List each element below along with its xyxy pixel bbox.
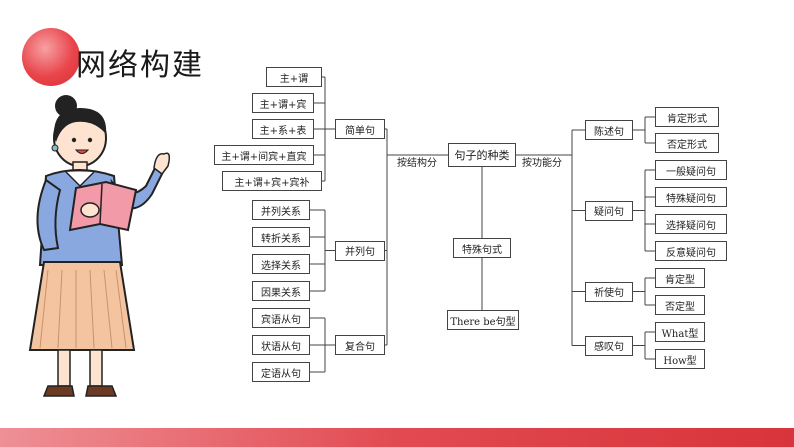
title-area: 网络构建: [22, 22, 242, 92]
left-leaf-node: 定语从句: [252, 362, 310, 382]
right-leaf-node: 一般疑问句: [655, 160, 727, 180]
left-leaf-node: 选择关系: [252, 254, 310, 274]
right-leaf-node: 选择疑问句: [655, 214, 727, 234]
right-leaf-node: 反意疑问句: [655, 241, 727, 261]
right-category-node: 感叹句: [585, 335, 633, 356]
left-category-node: 复合句: [335, 335, 385, 355]
special-node: 特殊句式: [453, 238, 511, 258]
left-leaf-node: 主+谓: [266, 67, 322, 87]
teacher-illustration: [28, 95, 171, 397]
left-leaf-node: 宾语从句: [252, 308, 310, 328]
left-category-node: 简单句: [335, 119, 385, 139]
left-leaf-node: 主+谓+宾: [252, 93, 314, 113]
right-category-node: 祈使句: [585, 281, 633, 302]
right-leaf-node: 特殊疑问句: [655, 187, 727, 207]
special-leaf-node: There be句型: [447, 310, 519, 330]
right-category-node: 陈述句: [585, 120, 633, 140]
left-leaf-node: 转折关系: [252, 227, 310, 247]
title-circle-decoration: [22, 28, 80, 86]
left-leaf-node: 主+谓+宾+宾补: [222, 171, 322, 191]
right-branch-label: 按功能分: [520, 158, 564, 170]
left-branch-label: 按结构分: [395, 158, 439, 170]
left-leaf-node: 主+系+表: [252, 119, 314, 139]
center-node: 句子的种类: [448, 143, 516, 167]
left-leaf-node: 因果关系: [252, 281, 310, 301]
right-leaf-node: 否定形式: [655, 133, 719, 153]
left-category-node: 并列句: [335, 240, 385, 261]
right-category-node: 疑问句: [585, 200, 633, 221]
page-title: 网络构建: [76, 48, 204, 83]
right-leaf-node: How型: [655, 349, 705, 369]
bottom-accent-bar: [0, 428, 794, 447]
left-leaf-node: 状语从句: [252, 335, 310, 355]
right-leaf-node: 肯定形式: [655, 107, 719, 127]
right-leaf-node: What型: [655, 322, 705, 342]
left-leaf-node: 主+谓+间宾+直宾: [214, 145, 314, 165]
right-leaf-node: 肯定型: [655, 268, 705, 288]
left-leaf-node: 并列关系: [252, 200, 310, 220]
right-leaf-node: 否定型: [655, 295, 705, 315]
